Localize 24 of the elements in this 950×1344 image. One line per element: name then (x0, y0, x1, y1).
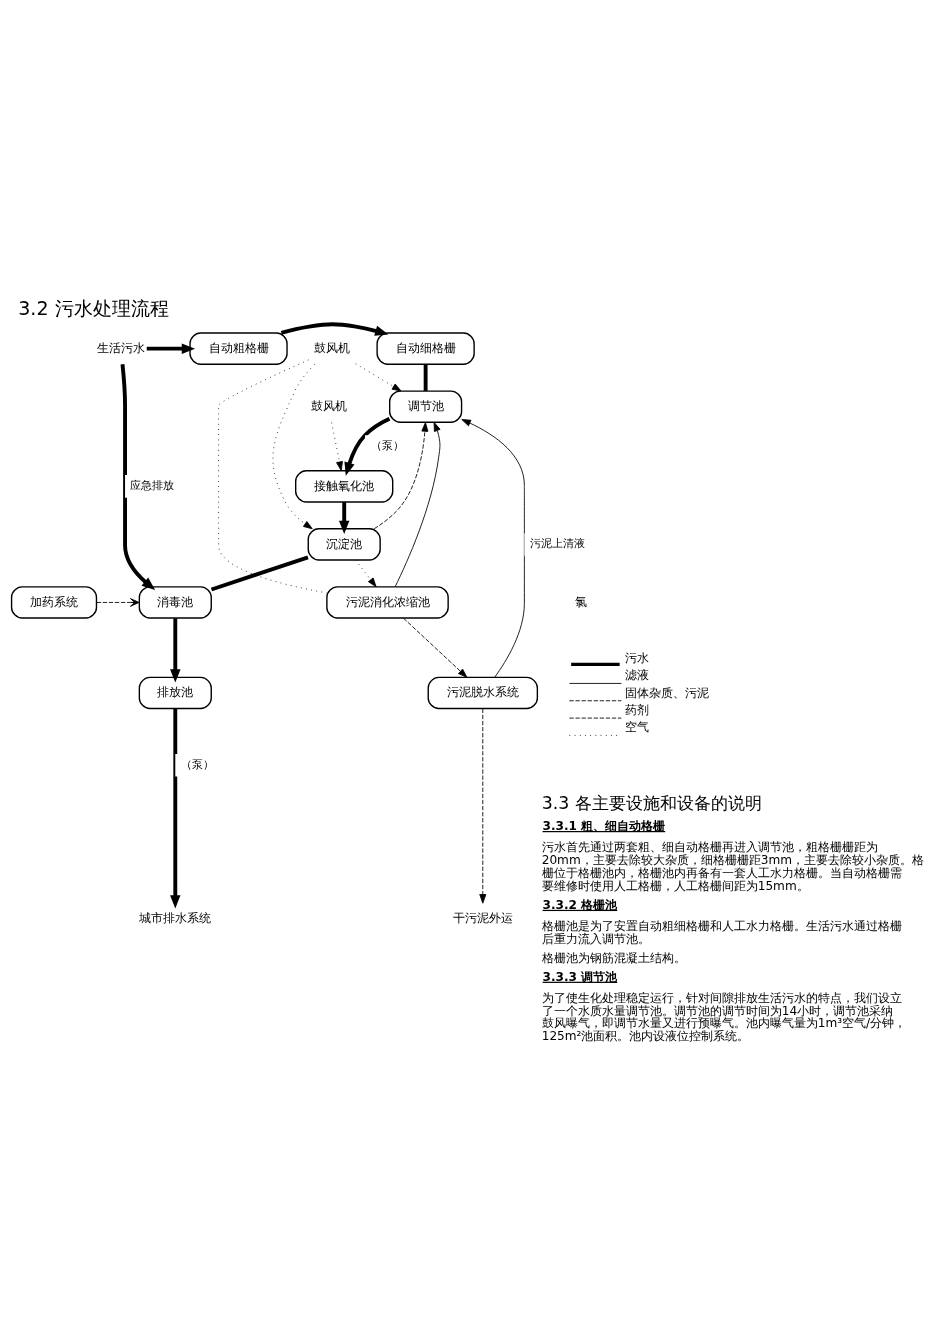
label: 格栅池为钢筋混凝土结构。 (541, 950, 686, 965)
node-text: 干污泥外运 (452, 910, 513, 925)
legend-label: 药剂 (624, 702, 649, 717)
legend-label: 污水 (624, 650, 649, 665)
legend-label: 固体杂质、污泥 (624, 685, 709, 700)
label: 氯 (574, 594, 587, 609)
label: 3.3 各主要设施和设备的说明 (541, 792, 762, 813)
label: 污水首先通过两套粗、细自动格栅再进入调节池，粗格栅栅距为20mm，主要去除较大杂质，细格栅栅距3mm，主要去除较小杂质。格栅位于格栅池内，格栅池内再备有一套人工水力格栅。当自动格栅需要维修时使用人工格栅，人工格栅间距为15mm。 (541, 839, 925, 893)
edge-label: 应急排放 (130, 478, 175, 492)
label: 3.3.1 粗、细自动格栅 (542, 818, 666, 833)
edge-label: （泵） (370, 438, 404, 452)
edge-label: 污泥上清液 (529, 536, 585, 550)
node-text: 鼓风机 (310, 398, 347, 413)
node-text: 城市排水系统 (139, 910, 212, 925)
diagram-title: 3.2 污水处理流程 (18, 296, 169, 319)
legend-label: 滤液 (624, 667, 649, 682)
node-text: 鼓风机 (314, 340, 351, 355)
label: 3.3.2 格栅池 (542, 897, 618, 912)
label: 为了使生化处理稳定运行，针对间隙排放生活污水的特点，我们设立了一个水质水量调节池。调节池的调节时间为14小时，调节池采纳鼓风曝气，即调节水量又进行预曝气。池内曝气量为1m³空气/分钟，125m²池面积。池内设液位控制系统。 (541, 990, 907, 1043)
legend-label: 空气 (624, 719, 649, 734)
label: 3.3.3 调节池 (542, 969, 618, 984)
node-text: 生活污水 (96, 340, 145, 355)
label: 格栅池是为了安置自动粗细格栅和人工水力格栅。生活污水通过格栅后重力流入调节池。 (541, 918, 902, 946)
edge-label: （泵） (180, 757, 214, 771)
